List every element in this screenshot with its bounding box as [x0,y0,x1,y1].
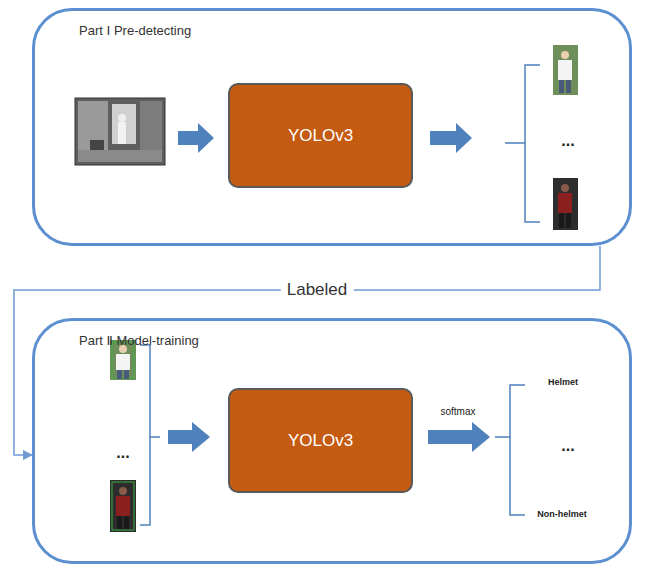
model-name: YOLOv3 [288,126,353,146]
edge-label: Labeled [281,280,354,300]
ellipsis-mark: ... [561,132,574,150]
stage-panel: Part Ⅰ Pre-detectingYOLOv3 [32,8,632,246]
bracket [140,65,540,525]
model-box: YOLOv3 [228,388,413,493]
ellipsis-mark: ... [561,437,574,455]
function-label: softmax [440,406,475,417]
ellipsis-mark: ... [116,444,129,462]
labeled-crop [110,340,136,532]
class-label: Non-helmet [537,509,587,519]
panel-title: Part Ⅰ Pre-detecting [79,23,191,38]
model-name: YOLOv3 [288,431,353,451]
panel-title: Part Ⅱ Model-training [79,333,199,348]
camera-frame [75,98,165,165]
model-box: YOLOv3 [228,83,413,188]
class-label: Helmet [548,377,578,387]
stage-panel: Part Ⅱ Model-trainingYOLOv3 [32,318,632,564]
person-crop [553,45,578,230]
